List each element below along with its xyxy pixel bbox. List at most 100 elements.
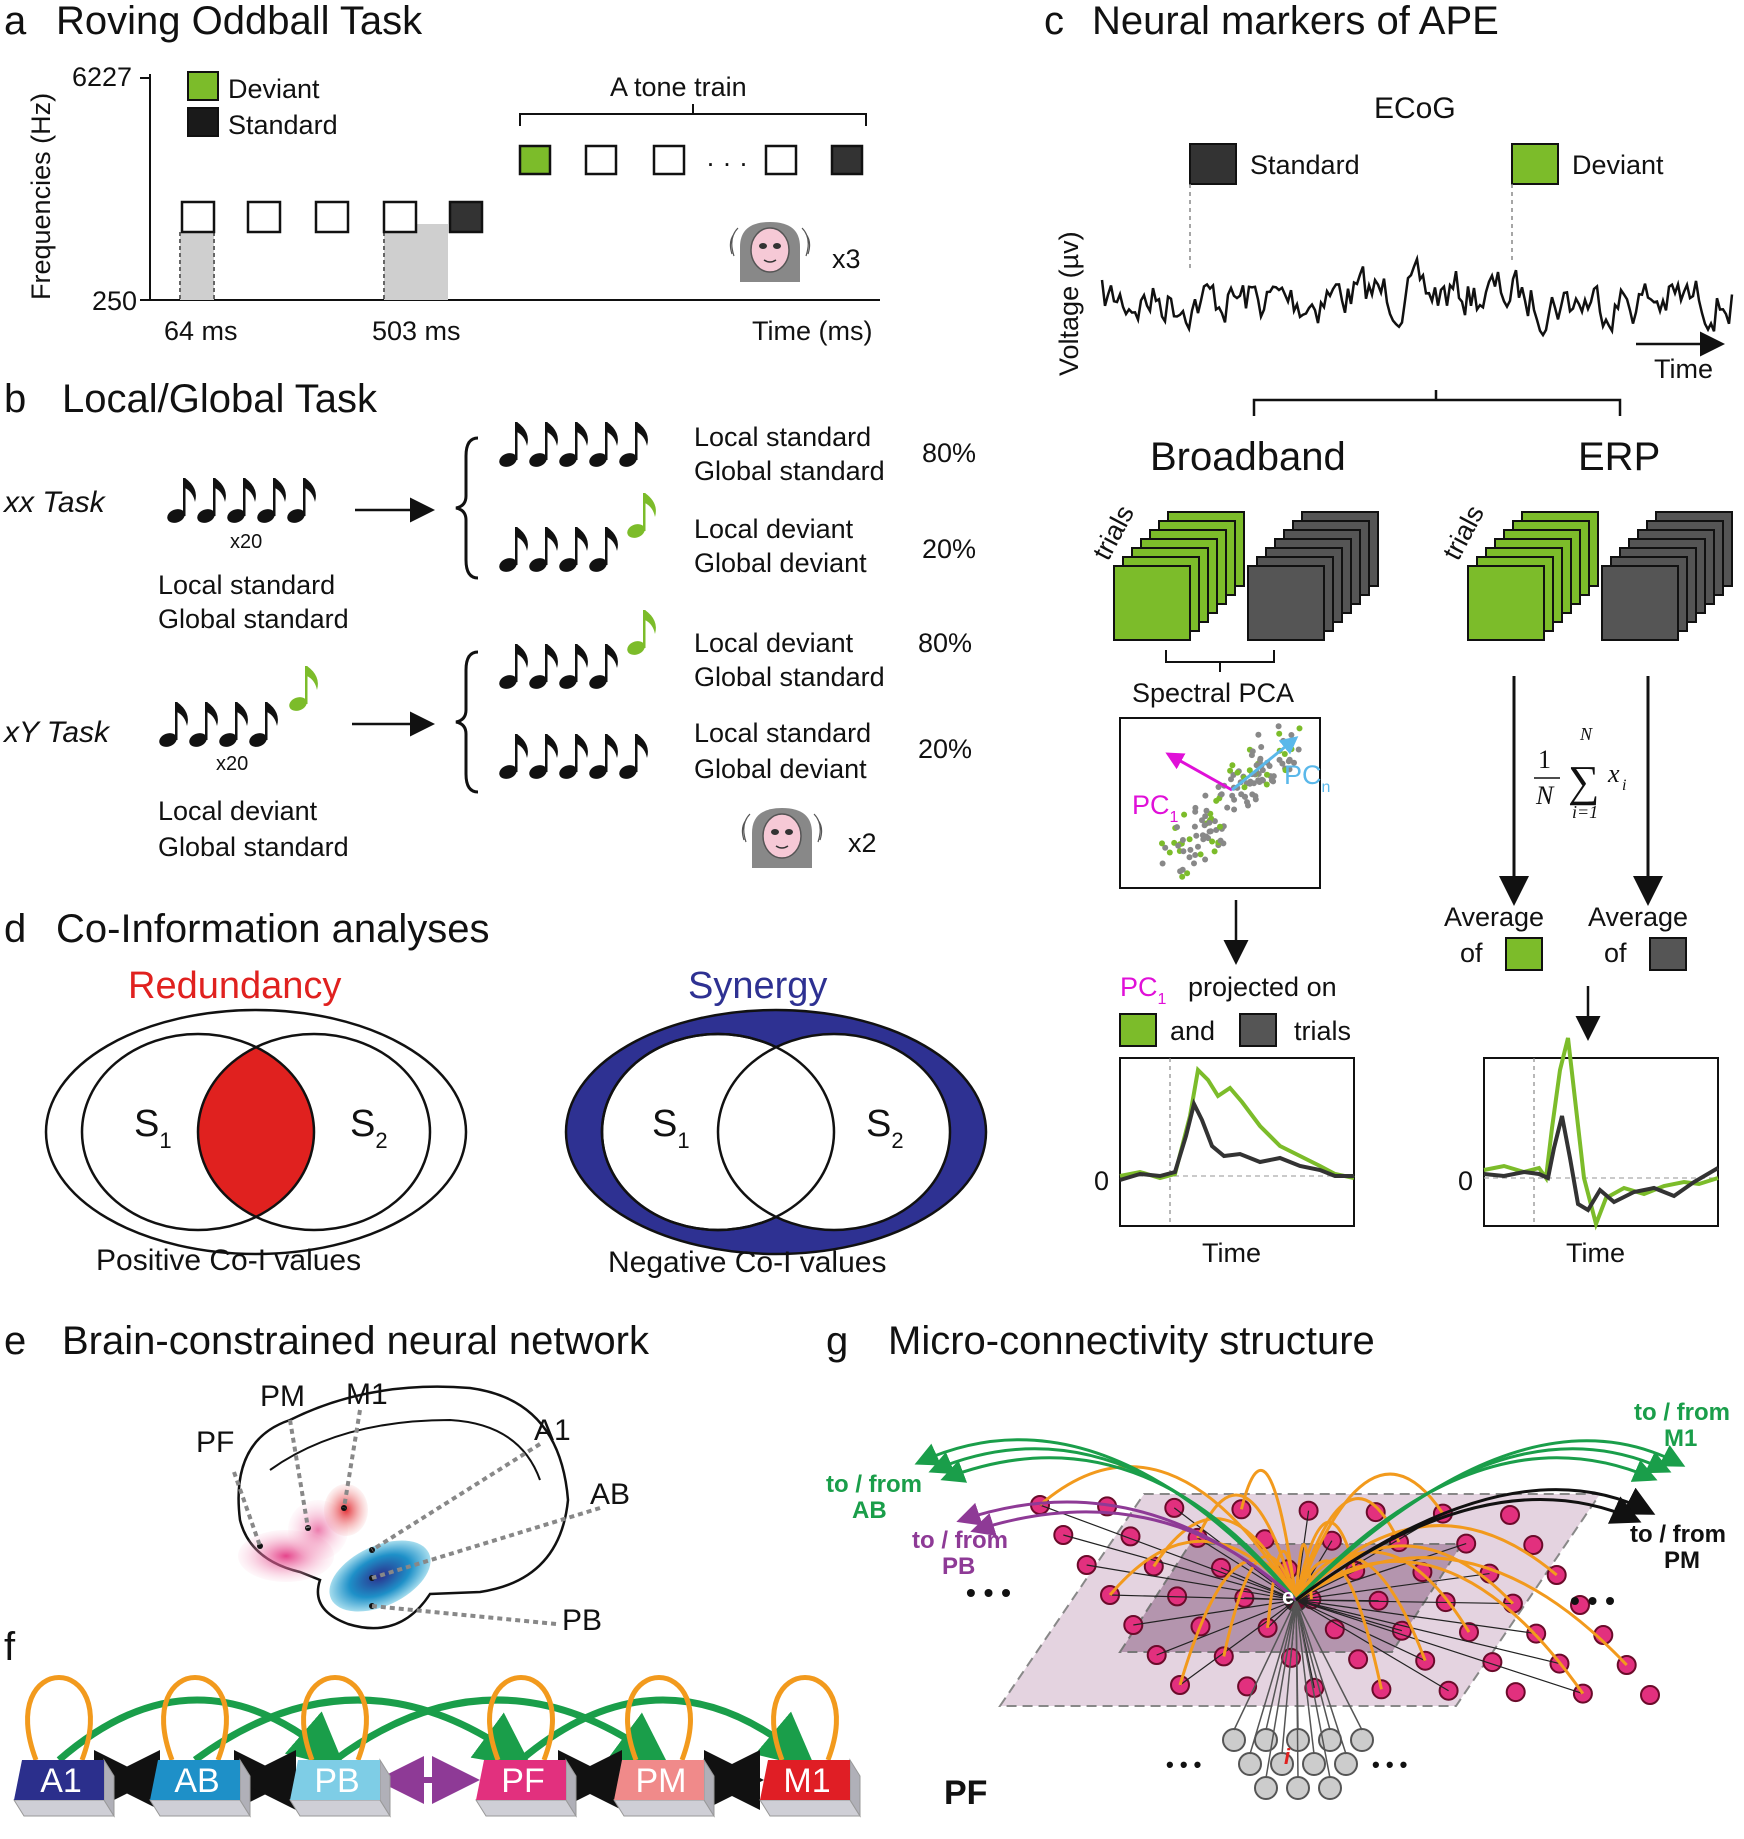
pca-point (1174, 824, 1180, 831)
xy-desc-1: Local deviant (158, 796, 318, 826)
tick-503: 503 ms (372, 316, 461, 346)
xx-desc-1: Local standard (158, 570, 335, 600)
pca-point (1184, 870, 1191, 877)
mean-formula: 1 N N ∑ i=1 x i (1534, 724, 1626, 822)
dots-right: • • • (1570, 1585, 1615, 1616)
area-box-pb (290, 1760, 380, 1800)
r1-pct: 80% (922, 438, 976, 468)
legend-standard-label: Standard (228, 110, 338, 140)
area-self-loop (161, 1675, 229, 1761)
r4-pct: 20% (918, 734, 972, 764)
excitatory-neuron (1438, 1680, 1459, 1701)
redundancy-s2 (196, 1032, 432, 1232)
pca-point (1282, 767, 1289, 774)
pca-point (1193, 832, 1200, 839)
proj-green-swatch (1119, 1013, 1157, 1047)
pca-point (1203, 807, 1210, 814)
synergy-label: Synergy (688, 965, 827, 1007)
area-label-m1: M1 (783, 1762, 830, 1800)
area-box-m1 (760, 1760, 850, 1800)
broadband-time: Time (1202, 1238, 1261, 1268)
panel-f-letter: f (4, 1625, 16, 1669)
panel-g: g Micro-connectivity structure e i • • •… (826, 1319, 1730, 1812)
pca-point (1175, 842, 1182, 849)
local-arc (1294, 1559, 1383, 1690)
erp-zero: 0 (1458, 1166, 1473, 1196)
excitatory-neuron (1324, 1619, 1345, 1640)
proj-gray-swatch (1239, 1013, 1277, 1047)
panel-e-title: Brain-constrained neural network (62, 1319, 650, 1363)
long-range-arc (1295, 1496, 1642, 1602)
legend-deviant-swatch (187, 71, 219, 101)
tone-square (382, 200, 418, 234)
area-label-pb: PB (314, 1762, 359, 1800)
excitatory-neuron (1053, 1525, 1074, 1545)
area-self-loop (771, 1675, 839, 1761)
pca-point (1199, 817, 1205, 824)
pca-point (1195, 843, 1201, 850)
pca-point (1191, 823, 1198, 830)
xy-task-label: xY Task (2, 716, 111, 749)
area-self-loop (487, 1675, 555, 1761)
voltage-label: Voltage (µv) (1054, 231, 1084, 376)
panel-d-title: Co-Information analyses (56, 907, 490, 951)
pca-point (1197, 851, 1204, 858)
synergy-s2-label: S2 (866, 1103, 904, 1153)
excitatory-neuron (1298, 1500, 1319, 1521)
negative-label: Negative Co-I values (608, 1246, 886, 1279)
pca-point (1162, 844, 1169, 851)
panel-a-title: Roving Oddball Task (56, 0, 423, 43)
panel-a-letter: a (4, 0, 27, 43)
to-from-pm-2: PM (1664, 1547, 1700, 1574)
spectral-pca-label: Spectral PCA (1132, 678, 1294, 708)
pca-point (1281, 751, 1288, 757)
pca-point (1192, 852, 1199, 858)
split-bracket (1252, 390, 1622, 416)
xx-x20: x20 (230, 531, 262, 553)
pcn-label: PCn (1284, 760, 1330, 796)
local-arc (1152, 1517, 1298, 1601)
pca-point (1288, 732, 1295, 738)
pca-point (1234, 769, 1241, 776)
to-from-m1-2: M1 (1664, 1425, 1697, 1452)
positive-label: Positive Co-I values (96, 1244, 361, 1277)
r3-l1: Local deviant (694, 628, 854, 658)
redundancy-s1 (80, 1032, 316, 1232)
pca-point (1275, 723, 1282, 730)
dots-inhib-left: • • • (1166, 1752, 1201, 1777)
e-label: e (1282, 1584, 1294, 1609)
pca-point (1215, 784, 1222, 790)
pca-point (1255, 731, 1262, 738)
excitatory-neuron (1456, 1533, 1477, 1554)
trial-card (1247, 565, 1325, 641)
panel-b-monkey-count: x2 (848, 828, 877, 858)
to-from-ab-1: to / from (826, 1471, 922, 1498)
erp-response-plot (1483, 1057, 1719, 1227)
r2-pct: 20% (922, 534, 976, 564)
trials-stack-green-broadband (1113, 511, 1245, 641)
pca-point (1209, 838, 1216, 845)
train-square (584, 144, 618, 176)
inhibitory-neuron (1238, 1752, 1262, 1776)
pca-point (1218, 791, 1225, 798)
synergy-s1-label: S1 (652, 1103, 690, 1153)
pca-point (1264, 771, 1270, 778)
xy-brace (455, 650, 479, 794)
excitatory-neuron (1120, 1526, 1141, 1547)
local-arc (1239, 1468, 1298, 1601)
xx-brace (455, 436, 479, 580)
brain-pm-label: PM (260, 1380, 305, 1413)
brain-a1-label: A1 (534, 1414, 571, 1447)
tone-train-bracket (519, 104, 867, 126)
avg-gray-label: Average (1588, 902, 1688, 932)
ecog-time-label: Time (1654, 354, 1713, 384)
r2-l2: Global deviant (694, 548, 867, 578)
pca-point (1257, 757, 1264, 764)
pca-point (1211, 848, 1218, 855)
inhibitory-neuron (1334, 1752, 1358, 1776)
pca-point (1202, 856, 1209, 863)
panel-a-y-top: 6227 (72, 62, 132, 92)
pca-point (1202, 792, 1209, 799)
pca-point (1217, 823, 1223, 830)
